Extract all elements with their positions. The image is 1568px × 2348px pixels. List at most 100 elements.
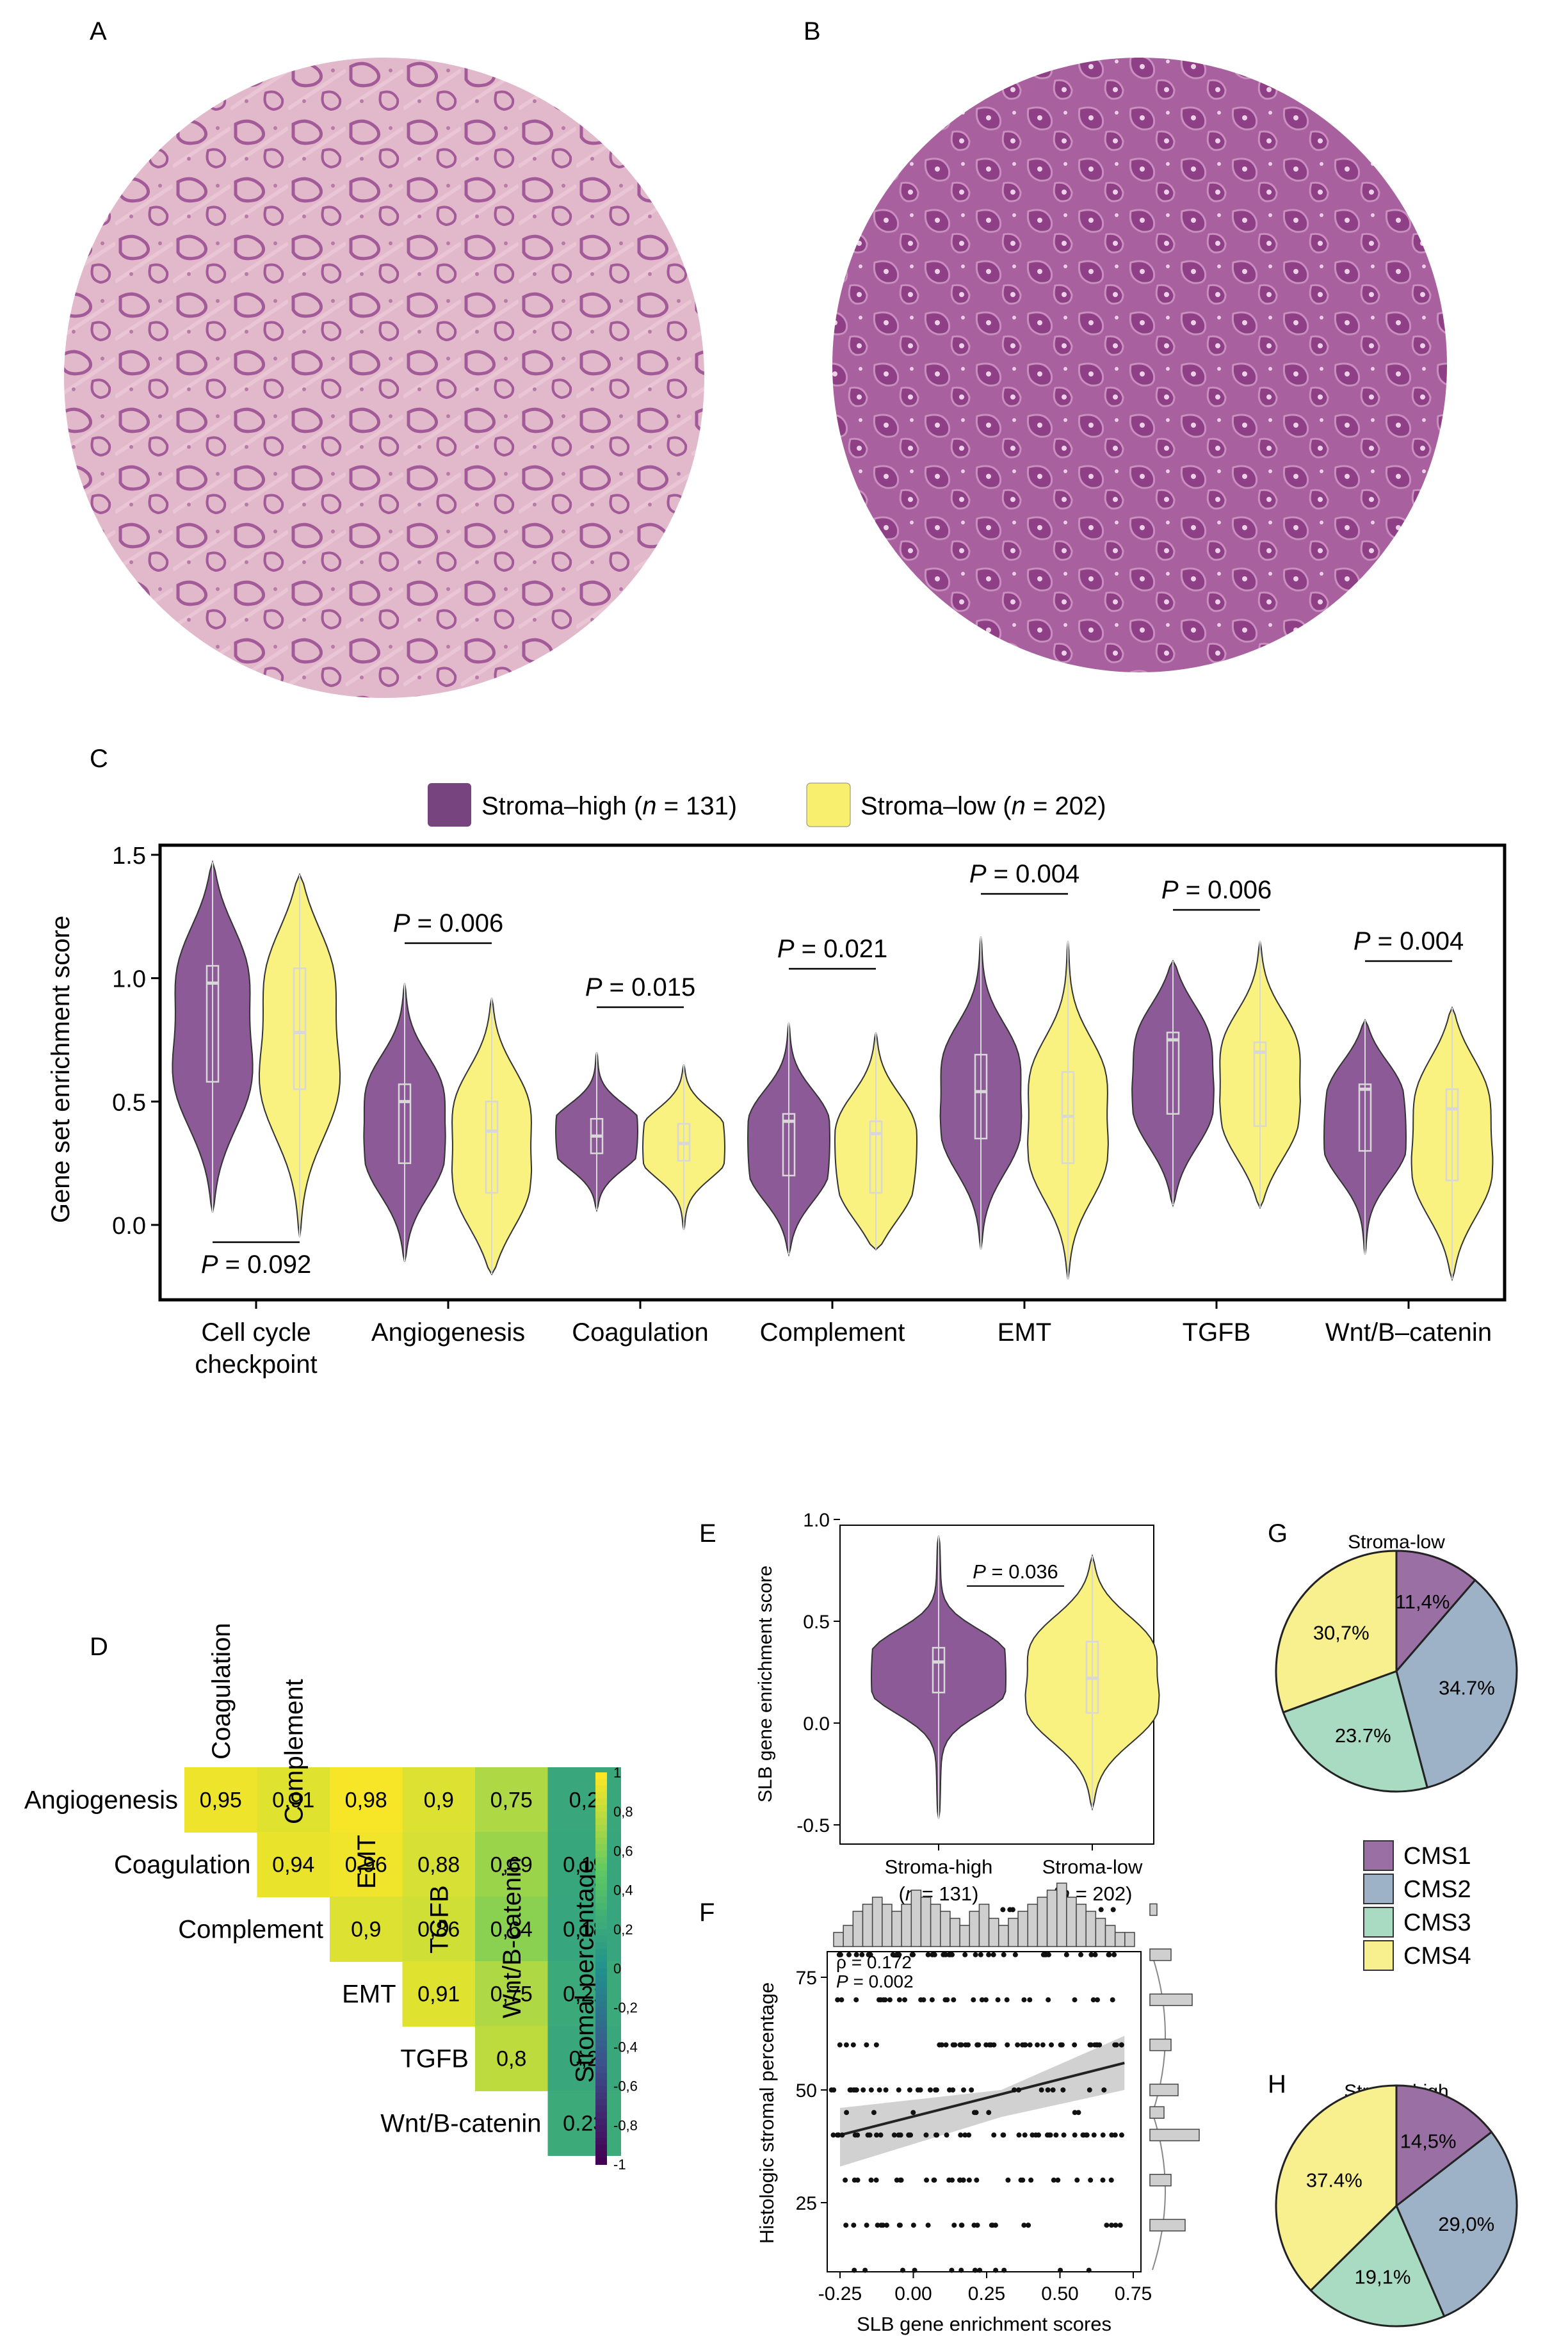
legend-swatch-cms1 xyxy=(1363,1840,1394,1871)
heatmap-cell-value: 0,91 xyxy=(417,1982,460,2007)
p-rest: = 0.092 xyxy=(218,1251,312,1279)
scatter-point xyxy=(917,2087,923,2093)
heatmap-cell-value: 0,64 xyxy=(490,1918,533,1942)
colorbar-tick-label: -0,8 xyxy=(613,2117,638,2133)
x-axis-label: SLB gene enrichment scores xyxy=(857,2313,1111,2335)
heatmap-cell xyxy=(475,1832,549,1897)
colorbar-segment xyxy=(595,2157,607,2165)
x-tick-label: 0.50 xyxy=(1041,2283,1078,2304)
colorbar-segment xyxy=(595,1922,607,1930)
p-value-label: P = 0.015 xyxy=(585,973,695,1001)
y-axis-label: Gene set enrichment score xyxy=(47,916,75,1223)
scatter-point xyxy=(1086,2267,1092,2273)
legend-swatch-cms3 xyxy=(1363,1907,1394,1938)
stat-rho: ρ = 0.172 xyxy=(836,1952,912,1972)
scatter-point xyxy=(1110,1997,1115,2003)
scatter-point xyxy=(927,2087,933,2093)
scatter-point xyxy=(853,1952,859,1957)
scatter-point xyxy=(1018,2177,1024,2183)
scatter-point xyxy=(944,2132,950,2138)
scatter-point xyxy=(873,2132,879,2138)
marginal-x-bar xyxy=(1056,1882,1067,1947)
scatter-point xyxy=(957,2177,963,2183)
colorbar-tick-label: -0,4 xyxy=(613,2039,638,2055)
heatmap-cell xyxy=(547,1767,621,1833)
y-tick-label: -0.5 xyxy=(796,1815,830,1836)
stroma-high-1-box xyxy=(398,1083,412,1164)
pie-value-label: 34.7% xyxy=(1439,1676,1495,1699)
scatter-point xyxy=(839,1997,845,2003)
colorbar-tick-label: 0,2 xyxy=(613,1922,633,1938)
legend-swatch-cms4 xyxy=(1363,1940,1394,1971)
colorbar-segment xyxy=(595,2125,607,2132)
stat-p: P = 0.002 xyxy=(836,1972,914,1991)
pie-value-label: 30,7% xyxy=(1313,1622,1370,1644)
heatmap-cell-value: 0,69 xyxy=(490,1853,533,1877)
p-symbol: P xyxy=(585,973,602,1001)
heatmap-cell xyxy=(547,2091,621,2156)
scatter-point xyxy=(1119,2132,1124,2138)
scatter-point xyxy=(941,1952,946,1957)
y-tick-label: 1.5 xyxy=(112,843,146,870)
scatter-point xyxy=(1021,1997,1027,2003)
scatter-point xyxy=(995,1997,1001,2003)
heatmap-cell xyxy=(257,1832,330,1897)
colorbar-tick-label: 0,6 xyxy=(613,1843,633,1859)
heatmap-cell xyxy=(475,1961,549,2027)
legend-label-cms2: CMS2 xyxy=(1403,1876,1471,1903)
colorbar-segment xyxy=(595,2059,607,2067)
x-tick-label: checkpoint xyxy=(195,1350,317,1379)
p-rest: = 0.036 xyxy=(986,1560,1058,1583)
panel-label-h: H xyxy=(1268,2070,1286,2098)
x-tick-label: Cell cycle xyxy=(201,1318,311,1347)
stroma-low-6-box xyxy=(1445,1088,1459,1181)
pie-slice-cms3 xyxy=(1282,1670,1429,1793)
marginal-y-bar xyxy=(1149,2106,1165,2119)
p-symbol: P xyxy=(836,1972,848,1991)
scatter-point xyxy=(924,2177,930,2183)
colorbar-segment xyxy=(595,2118,607,2126)
marginal-x-bar xyxy=(882,1904,893,1947)
scatter-point xyxy=(1060,2087,1066,2093)
pie-value-label: 14,5% xyxy=(1400,2130,1457,2153)
scatter-point xyxy=(1072,1997,1078,2003)
colorbar-segment xyxy=(595,2053,607,2061)
colorbar-segment xyxy=(595,1831,607,1838)
scatter-point xyxy=(1072,2042,1078,2048)
scatter-point xyxy=(855,2177,861,2183)
marginal-x-bar xyxy=(901,1904,912,1947)
heatmap-row-label: EMT xyxy=(342,1980,396,2009)
stroma-high-3-box xyxy=(782,1113,796,1177)
colorbar-segment xyxy=(595,1844,607,1852)
scatter-point xyxy=(1040,2042,1046,2048)
heatmap-cell xyxy=(330,1767,403,1833)
heatmap-cell-value: 0,75 xyxy=(490,1788,533,1813)
colorbar-segment xyxy=(595,1811,607,1819)
scatter-point xyxy=(931,2177,937,2183)
scatter-point xyxy=(1087,2042,1093,2048)
marginal-x-bar xyxy=(871,1897,883,1947)
colorbar-segment xyxy=(595,2020,607,2028)
scatter-point xyxy=(971,2223,977,2228)
scatter-point xyxy=(909,1952,915,1957)
panel-label-c: C xyxy=(90,745,108,773)
marginal-y-bar xyxy=(1149,1903,1158,1916)
y-tick-label: 0.0 xyxy=(803,1713,830,1735)
colorbar-segment xyxy=(595,1792,607,1799)
scatter-point xyxy=(971,2110,977,2116)
marginal-x-bar xyxy=(969,1911,980,1947)
scatter-point xyxy=(1100,2177,1106,2183)
colorbar-tick-label: -0,2 xyxy=(613,2000,638,2016)
colorbar-segment xyxy=(595,2066,607,2074)
colorbar-segment xyxy=(595,1805,607,1813)
colorbar-tick-label: -1 xyxy=(613,2157,626,2173)
scatter-point xyxy=(896,1997,902,2003)
scatter-point xyxy=(848,2087,854,2093)
colorbar-segment xyxy=(595,1975,607,1982)
x-tick-label: Wnt/B–catenin xyxy=(1325,1318,1492,1347)
marginal-x-bar xyxy=(1027,1904,1039,1947)
y-tick-label: 50 xyxy=(796,2080,817,2101)
marginal-x-bar xyxy=(1085,1911,1097,1947)
scatter-point xyxy=(1049,2042,1055,2048)
